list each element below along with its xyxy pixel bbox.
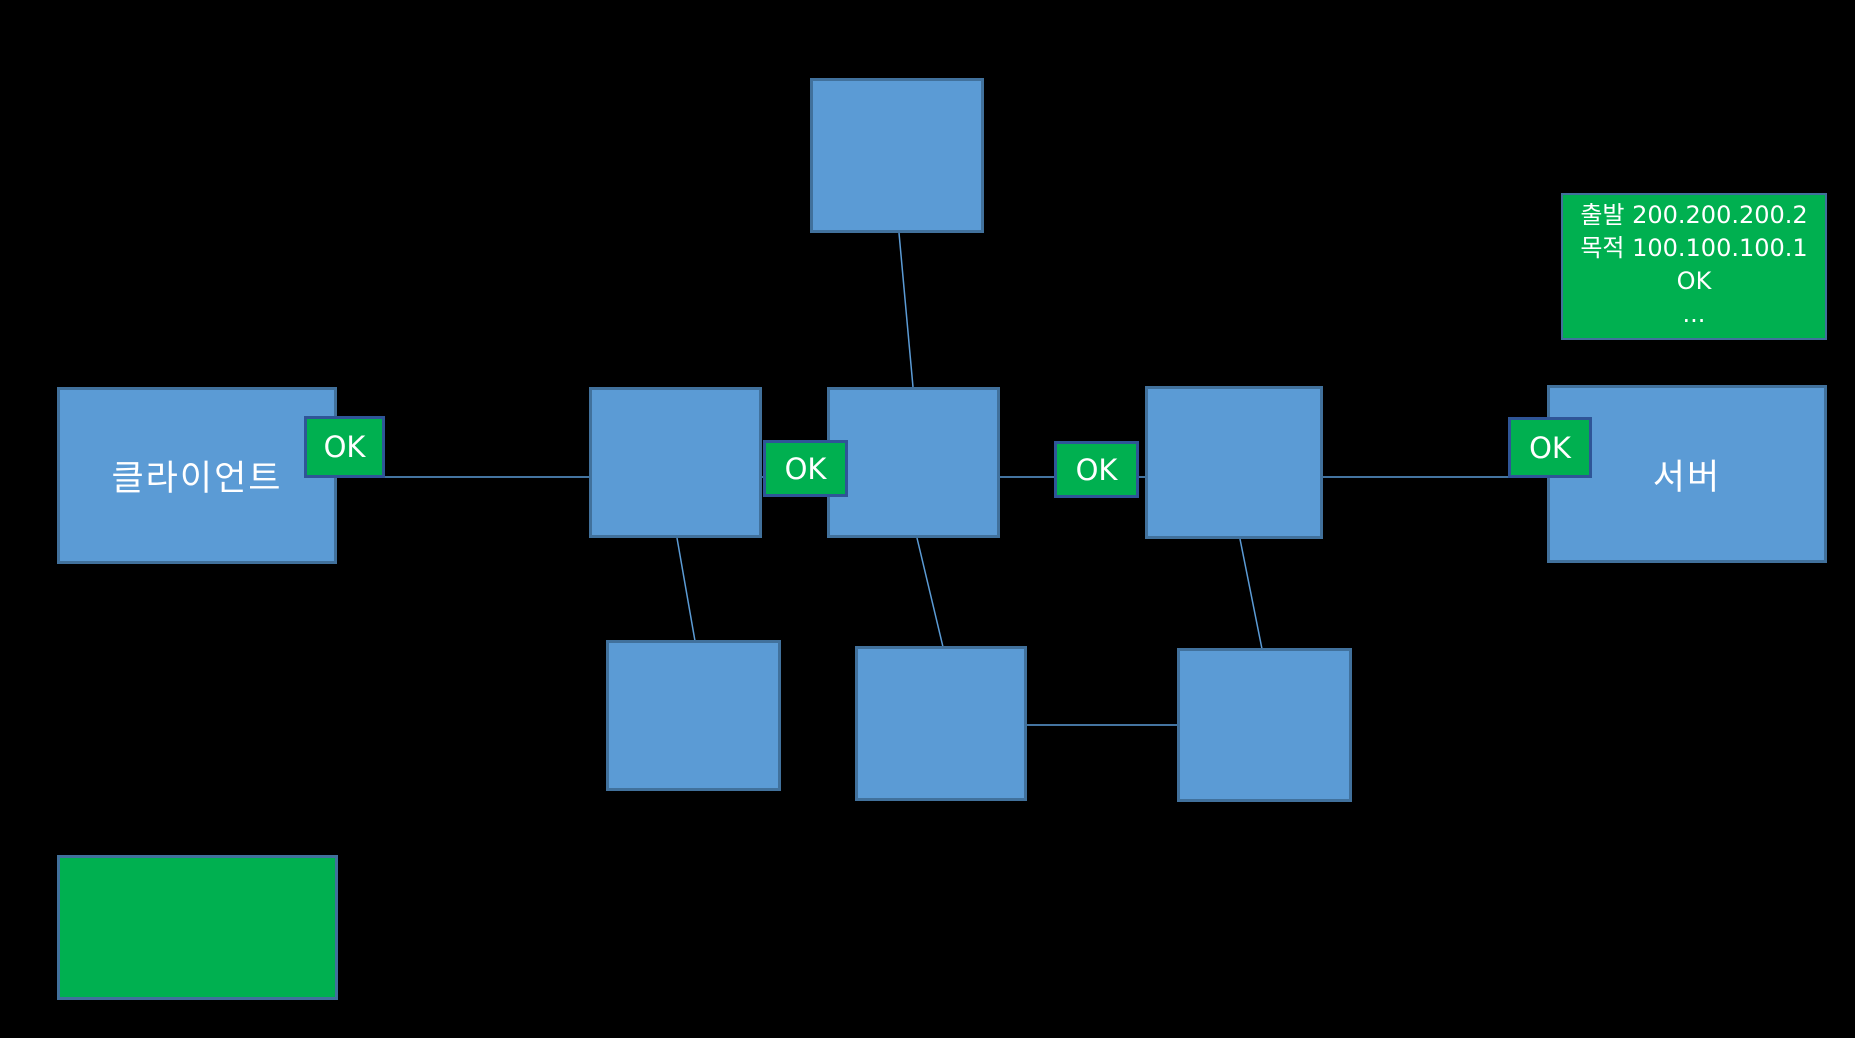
client-node: 클라이언트 [57, 387, 337, 564]
ok-badge-client: OK [304, 416, 385, 478]
bottom-router-node-center [855, 646, 1027, 801]
bottom-router-node-left [606, 640, 781, 791]
server-node-label: 서버 [1652, 457, 1722, 498]
packet-source-line: 출발 200.200.200.2 [1580, 201, 1808, 229]
connector-router-center-bottom-center [916, 537, 944, 648]
legend-green-box [57, 855, 338, 1000]
packet-info-box: 출발 200.200.200.2 목적 100.100.100.1 OK ... [1561, 193, 1827, 340]
ok-badge-label: OK [323, 430, 366, 464]
ok-badge-label: OK [784, 451, 827, 486]
router-node-left [589, 387, 762, 538]
packet-ellipsis-line: ... [1682, 300, 1706, 328]
packet-destination-line: 목적 100.100.100.1 [1580, 234, 1808, 262]
ok-badge-label: OK [1075, 452, 1118, 487]
bottom-router-node-right [1177, 648, 1352, 802]
connector-router-right-bottom-right [1239, 538, 1263, 650]
packet-status-line: OK [1676, 267, 1712, 295]
client-node-label: 클라이언트 [111, 459, 283, 499]
ok-badge-left-center: OK [763, 440, 848, 497]
connector-top-router-center [898, 232, 914, 388]
router-node-center [827, 387, 1000, 538]
top-router-node [810, 78, 984, 233]
ok-badge-label: OK [1529, 430, 1571, 465]
ok-badge-server: OK [1508, 417, 1592, 478]
server-node: 서버 [1547, 385, 1827, 563]
router-node-right [1145, 386, 1323, 539]
ok-badge-center-right: OK [1054, 441, 1139, 498]
connector-router-left-bottom-left [676, 537, 696, 642]
